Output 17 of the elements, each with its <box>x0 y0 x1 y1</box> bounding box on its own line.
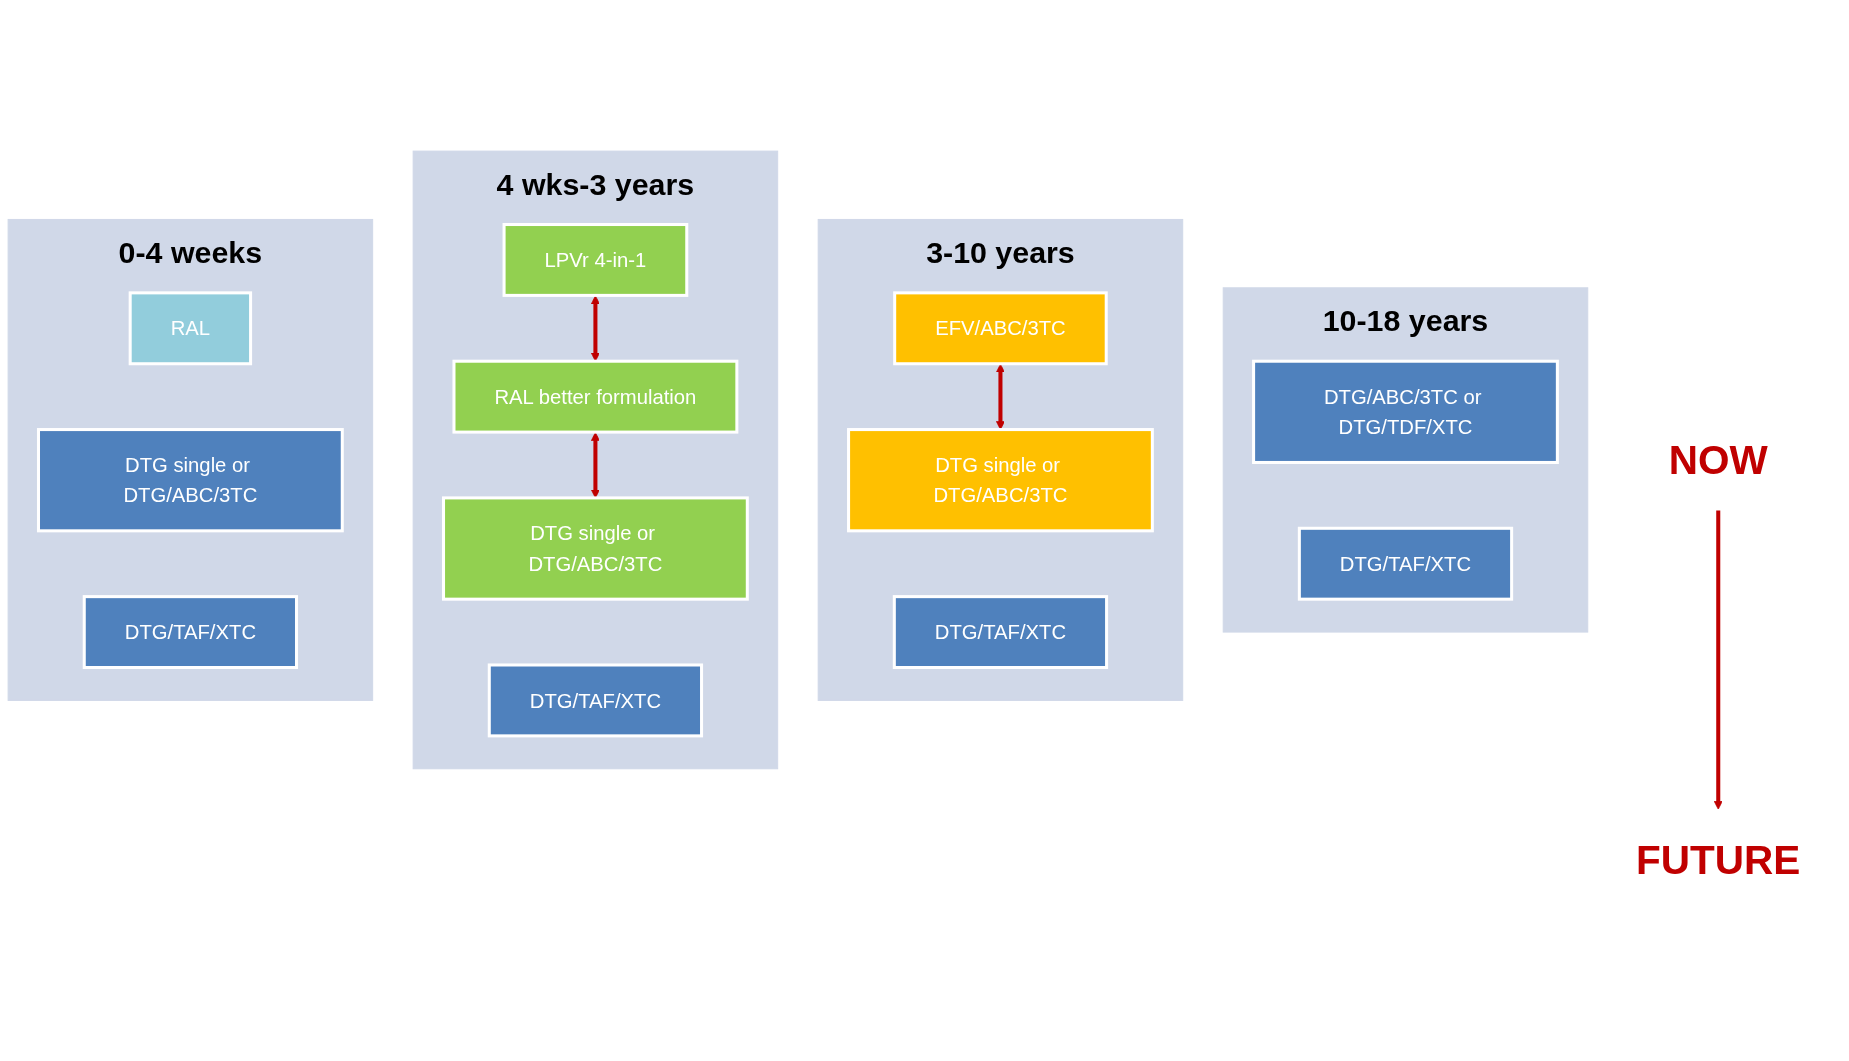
node-box: DTG/ABC/3TC or DTG/TDF/XTC <box>1252 359 1559 464</box>
node-box: DTG/TAF/XTC <box>1297 526 1514 601</box>
node-text: NOW <box>1668 437 1768 482</box>
node-box: DTG single or DTG/ABC/3TC <box>847 427 1154 532</box>
node-box: RAL better formulation <box>452 359 739 434</box>
arrow <box>590 431 600 498</box>
node-box: DTG/TAF/XTC <box>892 594 1109 669</box>
node-box: RAL <box>128 291 253 365</box>
node-box: EFV/ABC/3TC <box>893 291 1108 365</box>
node-box: DTG single or DTG/ABC/3TC <box>36 427 344 532</box>
arrow <box>1713 510 1723 810</box>
node-box: DTG single or DTG/ABC/3TC <box>442 496 749 601</box>
node-text: FUTURE <box>1636 837 1801 882</box>
node-box: DTG/TAF/XTC <box>487 663 704 738</box>
node-box: LPVr 4-in-1 <box>502 222 689 297</box>
node-box: DTG/TAF/XTC <box>82 594 299 669</box>
arrow <box>996 363 1005 430</box>
